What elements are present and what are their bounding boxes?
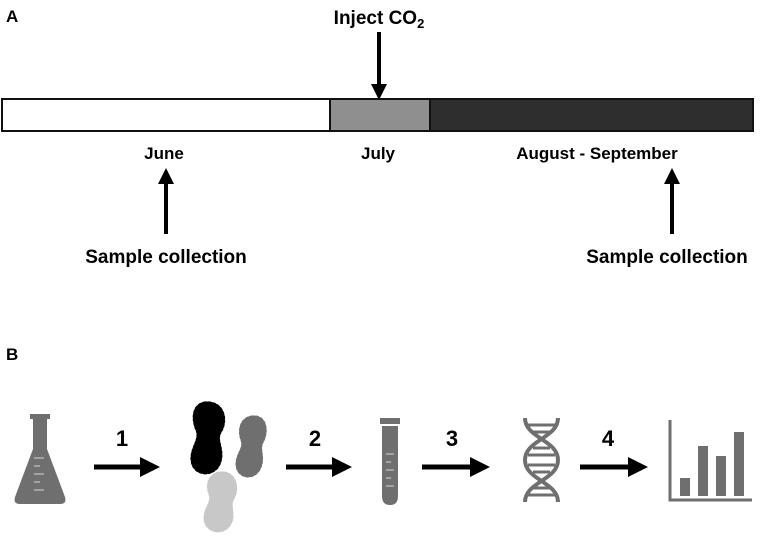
timeline-segment-june <box>1 98 331 132</box>
bar-chart-icon-bar-1 <box>680 478 690 496</box>
bar-chart-icon <box>668 420 752 502</box>
microbes-icon <box>190 401 267 533</box>
dna-icon <box>522 417 561 503</box>
timeline-bar <box>1 98 754 132</box>
period-label-june: June <box>144 144 184 163</box>
microbe-black <box>190 401 226 475</box>
bar-chart-icon-bar-4 <box>734 432 744 496</box>
sample-collection-left: Sample collection <box>85 247 247 268</box>
timeline-segment-july <box>329 98 431 132</box>
panel-a-label: A <box>6 7 18 26</box>
test-tube-icon <box>380 418 400 505</box>
inject-co2-label: Inject CO2 <box>334 8 425 31</box>
step-number-1: 1 <box>116 426 128 451</box>
microbe-light <box>203 471 238 533</box>
flask-icon <box>14 414 66 504</box>
timeline-segment-aug-sep <box>429 98 754 132</box>
inject-label-text: Inject CO <box>334 8 417 29</box>
bar-chart-icon-bar-3 <box>716 456 726 496</box>
inject-label-subscript: 2 <box>417 16 424 31</box>
period-label-aug-sep: August - September <box>516 144 678 163</box>
period-label-july: July <box>361 144 396 163</box>
step-number-2: 2 <box>309 426 321 451</box>
sample-collection-right: Sample collection <box>586 247 748 268</box>
panel-b-label: B <box>6 345 18 364</box>
bar-chart-icon-bar-2 <box>698 446 708 496</box>
step-number-3: 3 <box>446 426 458 451</box>
microbe-gray <box>235 415 267 478</box>
step-number-4: 4 <box>602 426 615 451</box>
